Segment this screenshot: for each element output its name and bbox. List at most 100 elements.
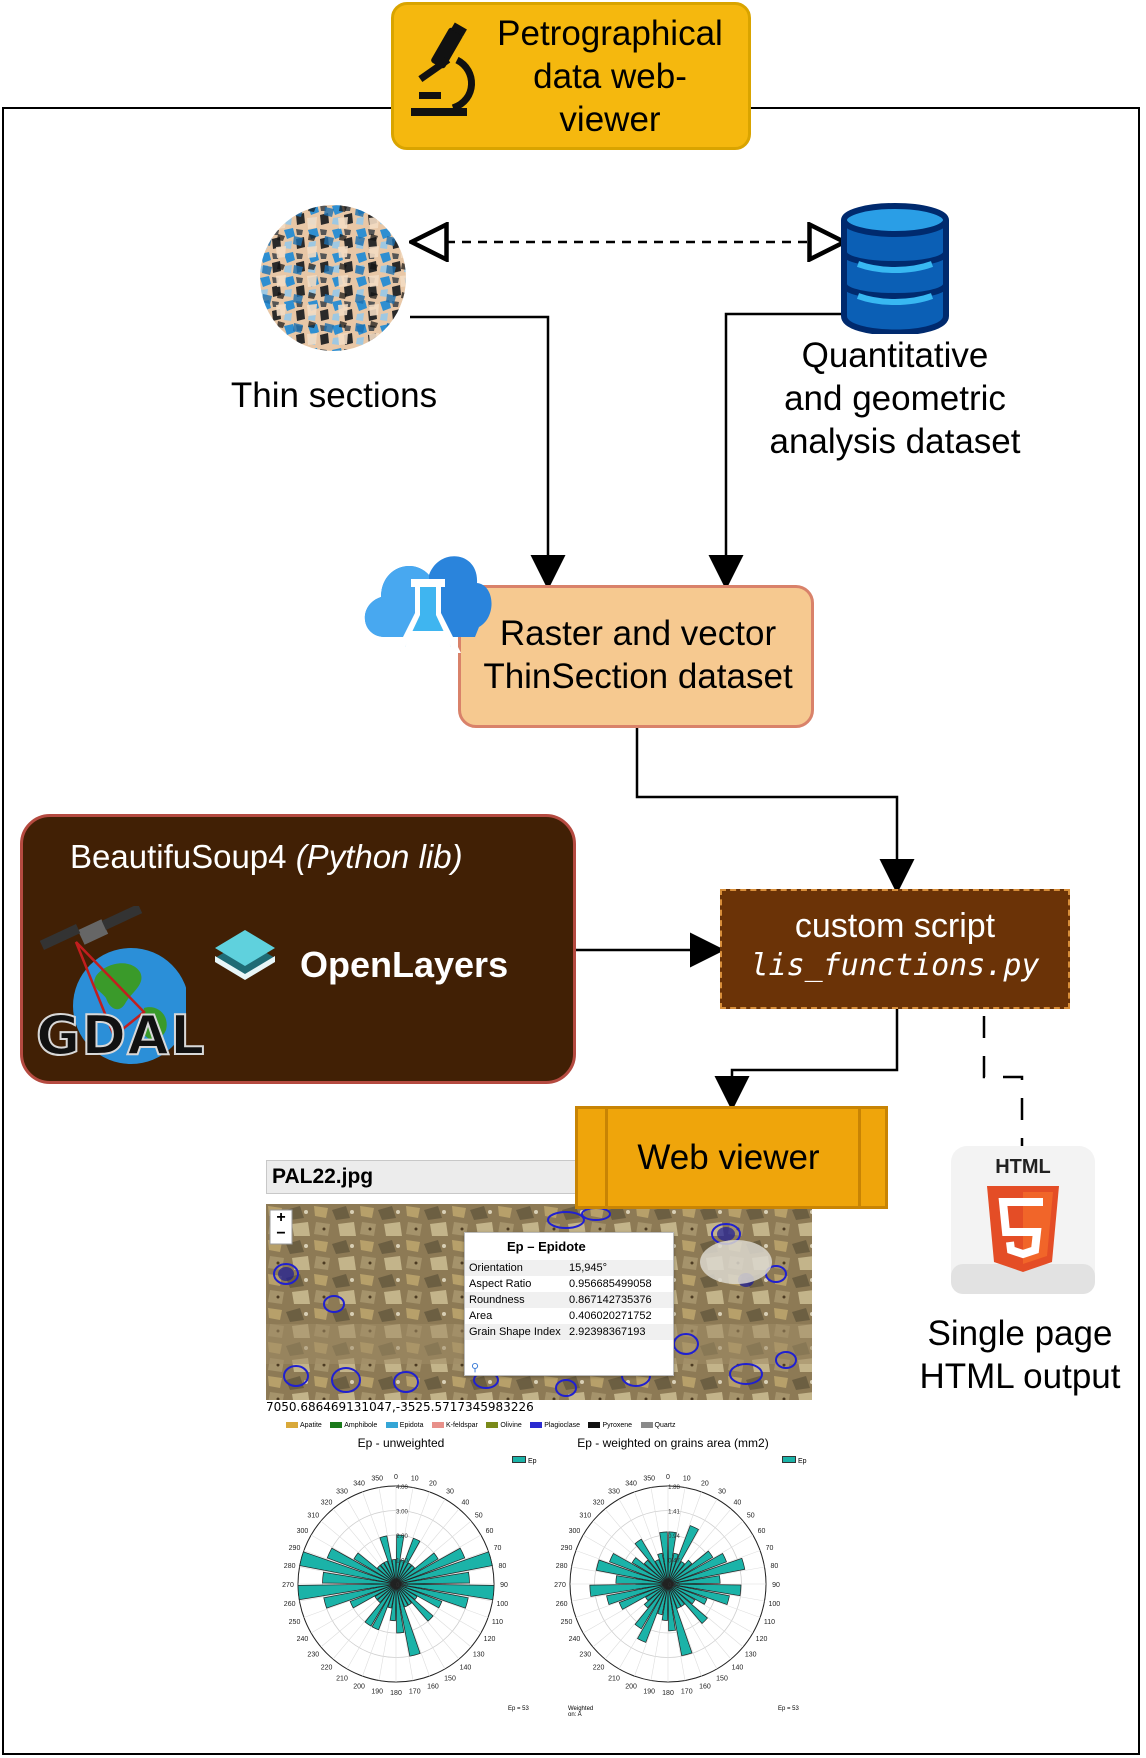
legend-label: Quartz bbox=[654, 1421, 676, 1429]
rose-bar bbox=[376, 1583, 397, 1604]
web-viewer-box-divider bbox=[605, 1109, 608, 1206]
rose-bar bbox=[667, 1583, 742, 1597]
dataset-label: Quantitative and geometric analysis data… bbox=[735, 334, 1055, 463]
rose-theta-label: 350 bbox=[371, 1476, 383, 1483]
rose-theta-label: 40 bbox=[462, 1499, 470, 1506]
legend-item[interactable]: K-feldspar bbox=[431, 1422, 478, 1429]
rose-bar bbox=[395, 1583, 434, 1622]
rose-bar bbox=[395, 1583, 418, 1600]
legend-item[interactable]: Plagioclase bbox=[530, 1422, 580, 1429]
rose-bar bbox=[395, 1583, 443, 1609]
rose-bar bbox=[395, 1551, 493, 1585]
rose-bar bbox=[634, 1538, 669, 1585]
html5-badge-label: HTML bbox=[995, 1156, 1051, 1178]
rose-theta-label: 250 bbox=[289, 1619, 301, 1626]
legend-label: Pyroxene bbox=[602, 1421, 633, 1429]
rose-bar bbox=[667, 1583, 682, 1609]
rose-bar bbox=[371, 1583, 397, 1631]
legend-item[interactable]: Pyroxene bbox=[588, 1422, 632, 1429]
rose-theta-label: 0 bbox=[394, 1474, 398, 1481]
rose-theta-label: 20 bbox=[701, 1481, 709, 1488]
rose-theta-label: 240 bbox=[297, 1636, 309, 1643]
rose-bar bbox=[395, 1583, 495, 1601]
rose-unweighted-title: Ep - unweighted bbox=[357, 1436, 445, 1450]
rose-theta-label: 0 bbox=[666, 1474, 670, 1481]
legend-label: Plagioclase bbox=[544, 1421, 581, 1429]
title-line-1: Petrographical bbox=[497, 14, 723, 53]
arrow-thin-to-raster bbox=[410, 315, 566, 590]
rose-theta-label: 170 bbox=[409, 1688, 421, 1695]
rose-bar bbox=[618, 1583, 669, 1610]
rose-theta-label: 160 bbox=[427, 1683, 439, 1690]
rose-theta-label: 150 bbox=[716, 1676, 728, 1683]
legend-label: Olivine bbox=[500, 1421, 522, 1429]
rose-radial-label: 0.00 bbox=[668, 1583, 680, 1589]
rose-bar bbox=[657, 1552, 669, 1585]
rose-bar bbox=[667, 1525, 699, 1585]
title-text: Petrographical data web- viewer bbox=[480, 12, 740, 141]
rose-theta-label: 230 bbox=[579, 1651, 591, 1658]
rose-bar bbox=[609, 1553, 669, 1585]
legend-item[interactable]: Olivine bbox=[486, 1421, 522, 1429]
rose-theta-label: 100 bbox=[497, 1601, 509, 1608]
rose-theta-label: 220 bbox=[593, 1665, 605, 1672]
rose-theta-label: 70 bbox=[766, 1545, 774, 1552]
arrow-script-to-webviewer bbox=[714, 1009, 899, 1111]
rose-bar bbox=[383, 1560, 397, 1585]
rose-theta-label: 270 bbox=[554, 1582, 566, 1589]
title-line-2: data web- bbox=[533, 57, 687, 96]
rose-theta-label: 10 bbox=[411, 1476, 419, 1483]
raster-dataset-label: Raster and vector ThinSection dataset bbox=[468, 612, 808, 698]
rose-theta-label: 280 bbox=[284, 1563, 296, 1570]
html-output-line-1: Single page bbox=[927, 1314, 1113, 1353]
rose-bar bbox=[634, 1583, 669, 1630]
rose-bar bbox=[637, 1583, 669, 1643]
rose-bar bbox=[395, 1537, 421, 1585]
rose-theta-label: 190 bbox=[371, 1688, 383, 1695]
popup-row-label: Orientation bbox=[469, 1262, 523, 1274]
html5-icon bbox=[951, 1146, 1095, 1294]
rose-theta-label: 150 bbox=[444, 1676, 456, 1683]
rose-bar bbox=[643, 1583, 669, 1609]
legend-item[interactable]: Quartz bbox=[640, 1421, 676, 1429]
search-icon[interactable]: ⚲ bbox=[471, 1362, 480, 1374]
rose-bar bbox=[667, 1583, 693, 1657]
rose-theta-label: 250 bbox=[561, 1619, 573, 1626]
rose-theta-label: 90 bbox=[500, 1582, 508, 1589]
rose-bar bbox=[380, 1562, 397, 1585]
rose-bar bbox=[395, 1583, 469, 1609]
rose-bar bbox=[667, 1583, 676, 1632]
rose-theta-label: 110 bbox=[764, 1619, 775, 1626]
rose-bar bbox=[395, 1552, 439, 1585]
html-output-label: Single page HTML output bbox=[900, 1312, 1140, 1398]
legend-item[interactable]: Epidota bbox=[385, 1422, 424, 1429]
rose-theta-label: 160 bbox=[699, 1683, 711, 1690]
raster-label-line-1: Raster and vector bbox=[499, 614, 777, 653]
zoom-in-button[interactable]: + bbox=[276, 1209, 286, 1226]
script-filename: lis_functions.py bbox=[750, 948, 1040, 983]
popup-row-label: Area bbox=[469, 1310, 493, 1322]
popup-row-value: 0.406020271752 bbox=[569, 1310, 652, 1322]
rose-theta-label: 200 bbox=[625, 1683, 637, 1690]
legend-item[interactable]: Amphibole bbox=[330, 1422, 377, 1429]
title-line-3: viewer bbox=[559, 100, 661, 139]
rose-theta-label: 260 bbox=[556, 1601, 568, 1608]
rose-bar bbox=[667, 1561, 685, 1585]
zoom-out-button[interactable]: − bbox=[276, 1225, 286, 1242]
rose-bar bbox=[615, 1575, 669, 1585]
rose-theta-label: 60 bbox=[486, 1528, 494, 1535]
rose-weighted-title: Ep - weighted on grains area (mm2) bbox=[577, 1436, 769, 1450]
rose-bar bbox=[395, 1583, 412, 1606]
script-label-line-1: custom script bbox=[794, 907, 996, 945]
rose-legend-label: Ep bbox=[527, 1458, 537, 1465]
rose-theta-label: 180 bbox=[662, 1690, 674, 1697]
popup-row-value: 2.92398367193 bbox=[569, 1326, 646, 1338]
popup-row-value: 0.956685499058 bbox=[569, 1278, 652, 1290]
rose-legend-unweighted: Ep bbox=[512, 1456, 537, 1465]
legend-item[interactable]: Apatite bbox=[286, 1422, 322, 1429]
rose-bar bbox=[364, 1583, 397, 1627]
rose-bar bbox=[667, 1559, 693, 1585]
rose-bar bbox=[395, 1583, 409, 1608]
